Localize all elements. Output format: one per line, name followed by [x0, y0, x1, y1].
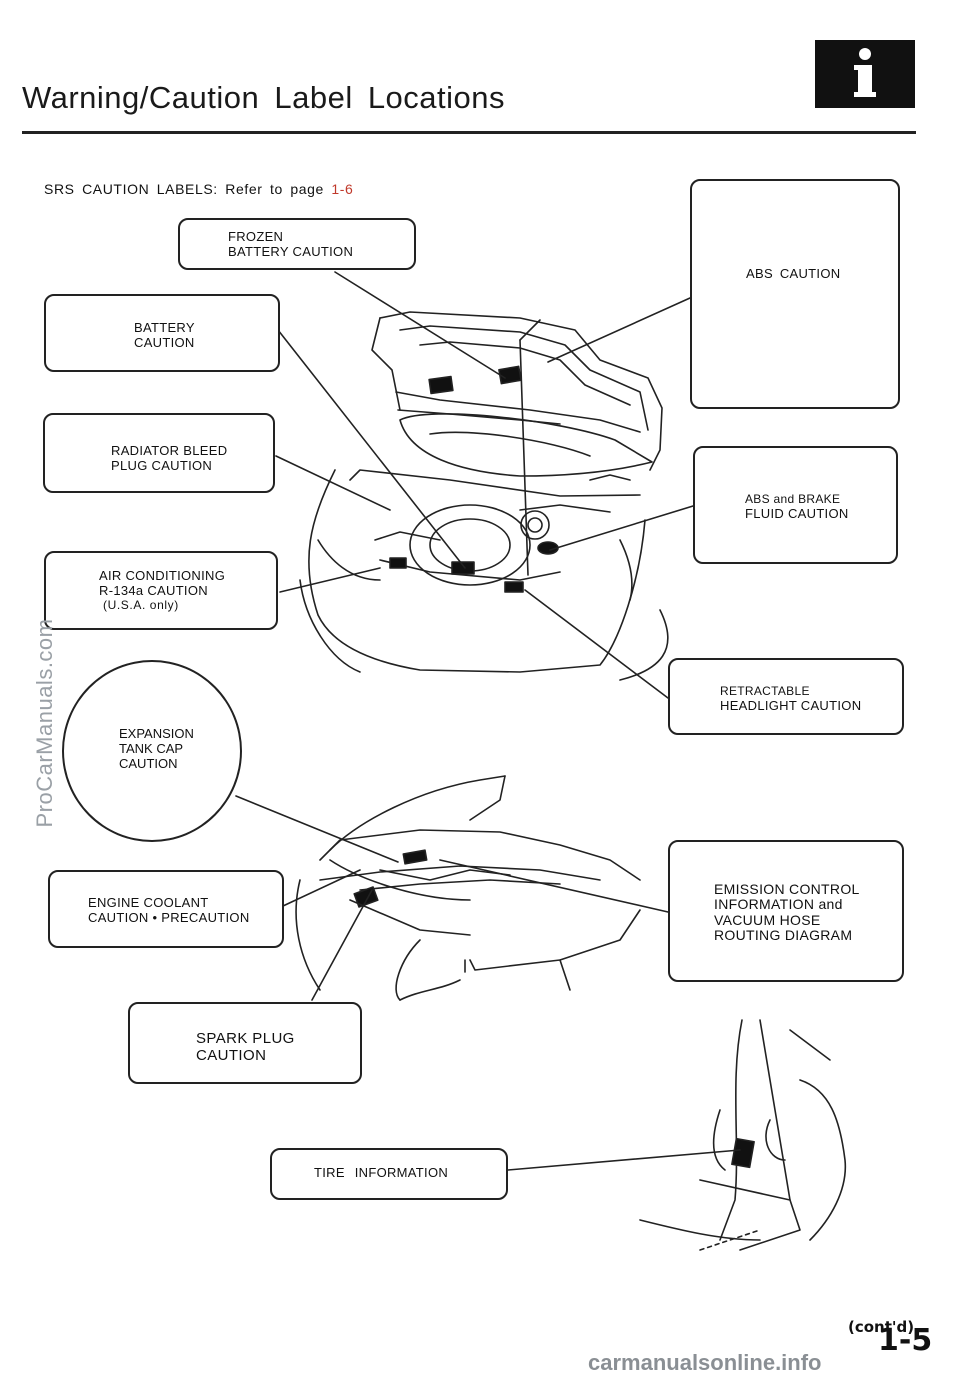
- frozen-battery-caution-label: FROZEN BATTERY CAUTION: [178, 218, 416, 270]
- abs-brake-fluid-caution-label: ABS and BRAKE FLUID CAUTION: [693, 446, 898, 564]
- label-line: ABS CAUTION: [746, 266, 841, 281]
- watermark: ProCarManuals.com: [32, 618, 57, 828]
- label-line: PLUG CAUTION: [111, 457, 213, 473]
- srs-page-link[interactable]: 1-6: [331, 181, 354, 197]
- label-line: ROUTING DIAGRAM: [714, 927, 853, 944]
- retractable-headlight-caution-label: RETRACTABLE HEADLIGHT CAUTION: [668, 658, 904, 735]
- label-line: RETRACTABLE: [720, 684, 810, 698]
- label-line: VACUUM HOSE: [714, 911, 821, 928]
- tire-information-label: TIRE INFORMATION: [270, 1148, 508, 1200]
- spark-plug-caution-label: SPARK PLUG CAUTION: [128, 1002, 362, 1084]
- label-line: EMISSION CONTROL: [714, 881, 860, 897]
- srs-note: SRS CAUTION LABELS: Refer to page 1-6: [44, 181, 353, 197]
- label-line: (U.S.A. only): [103, 597, 179, 612]
- emission-control-information-label: EMISSION CONTROL INFORMATION and VACUUM …: [668, 840, 904, 982]
- label-line: TANK CAP: [119, 740, 184, 756]
- label-line: BATTERY: [134, 320, 195, 335]
- label-line: CAUTION: [119, 755, 178, 771]
- continued-note: (cont'd): [848, 1318, 915, 1336]
- label-line: INFORMATION and: [714, 896, 843, 913]
- label-line: BATTERY CAUTION: [228, 243, 354, 259]
- label-line: AIR CONDITIONING: [99, 568, 226, 583]
- label-line: FROZEN: [228, 229, 284, 244]
- page-number: 1-5: [878, 1323, 933, 1358]
- label-line: CAUTION: [134, 334, 195, 350]
- page-title: Warning/Caution Label Locations: [22, 80, 506, 115]
- radiator-bleed-plug-caution-label: RADIATOR BLEED PLUG CAUTION: [43, 413, 275, 493]
- info-icon: [815, 40, 915, 108]
- engine-coolant-caution-label: ENGINE COOLANT CAUTION • PRECAUTION: [48, 870, 284, 948]
- label-line: SPARK PLUG: [196, 1030, 295, 1047]
- label-line: FLUID CAUTION: [745, 505, 849, 521]
- label-line: HEADLIGHT CAUTION: [720, 697, 862, 713]
- title-rule: [22, 131, 916, 134]
- label-line: ABS and BRAKE: [745, 492, 841, 506]
- label-line: TIRE INFORMATION: [314, 1165, 449, 1180]
- battery-caution-label: BATTERY CAUTION: [44, 294, 280, 372]
- label-line: EXPANSION: [119, 726, 194, 741]
- label-line: CAUTION: [196, 1047, 267, 1065]
- abs-caution-label: ABS CAUTION: [690, 179, 900, 409]
- label-line: R-134a CAUTION: [99, 582, 208, 598]
- air-conditioning-caution-label: AIR CONDITIONING R-134a CAUTION (U.S.A. …: [44, 551, 278, 630]
- label-line: ENGINE COOLANT: [88, 895, 209, 910]
- srs-note-text: SRS CAUTION LABELS: Refer to page: [44, 181, 332, 197]
- footer-site: carmanualsonline.info: [588, 1350, 822, 1375]
- expansion-tank-cap-caution-label: EXPANSION TANK CAP CAUTION: [62, 660, 242, 842]
- label-line: RADIATOR BLEED: [111, 443, 228, 458]
- label-line: CAUTION • PRECAUTION: [88, 909, 250, 925]
